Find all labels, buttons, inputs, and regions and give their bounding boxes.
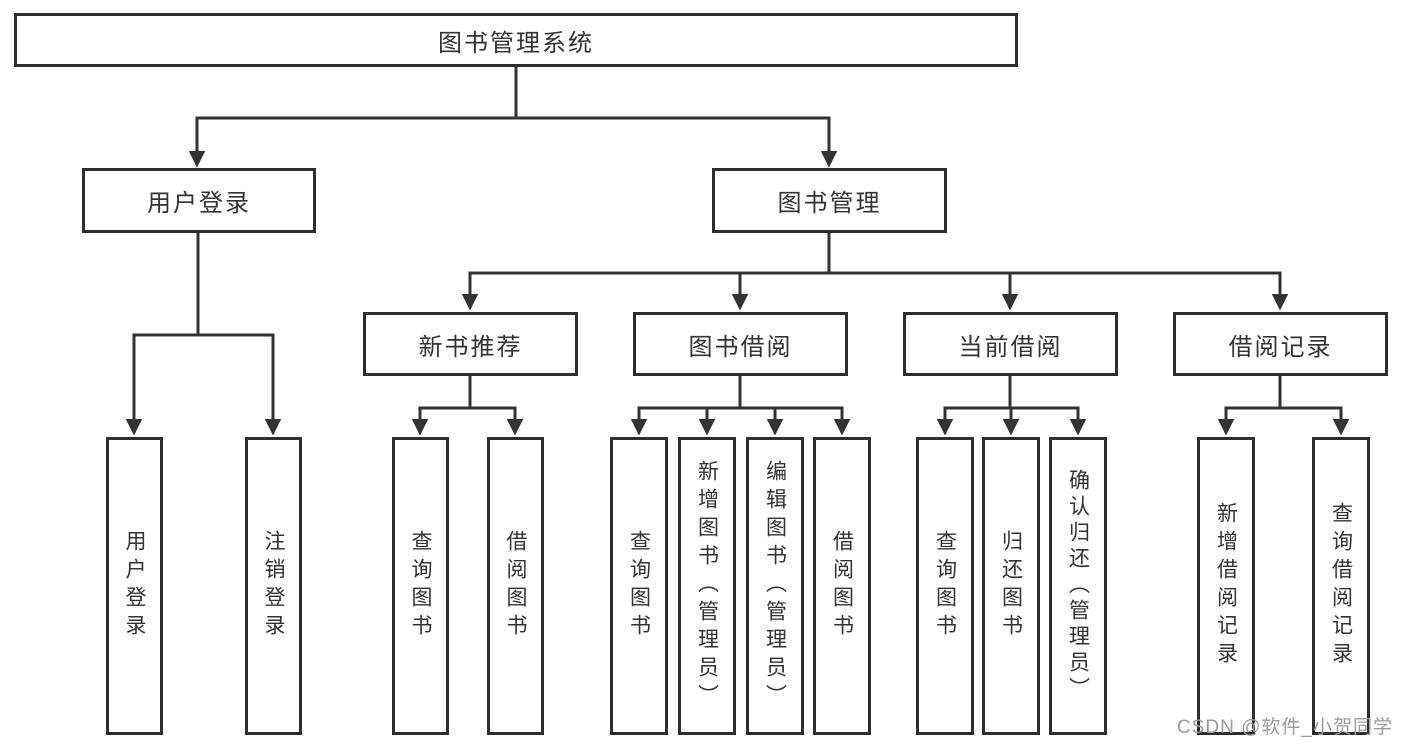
node-user-login-label: 用户登录 bbox=[147, 190, 251, 217]
node-borrow-records: 借阅记录 bbox=[1173, 312, 1388, 376]
node-new-book-recommend-label: 新书推荐 bbox=[418, 333, 523, 361]
node-confirm-return-admin: 确认归还（管理员） bbox=[1049, 437, 1107, 735]
node-edit-book-admin: 编辑图书（管理员） bbox=[746, 437, 804, 735]
leaf-label: 查询图书 bbox=[409, 530, 433, 642]
node-add-borrow-record: 新增借阅记录 bbox=[1197, 437, 1255, 735]
node-logout-leaf: 注销登录 bbox=[245, 437, 302, 735]
leaf-label: 查询借阅记录 bbox=[1329, 502, 1353, 670]
node-borrow-records-label: 借阅记录 bbox=[1228, 333, 1333, 361]
node-borrow-books-recommend: 借阅图书 bbox=[487, 437, 544, 735]
leaf-label: 归还图书 bbox=[999, 530, 1023, 642]
node-logout-leaf-label: 注销登录 bbox=[262, 530, 286, 642]
node-new-book-recommend: 新书推荐 bbox=[363, 312, 578, 376]
node-query-books-current: 查询图书 bbox=[916, 437, 974, 735]
leaf-label: 借阅图书 bbox=[504, 530, 528, 642]
node-user-login: 用户登录 bbox=[82, 168, 316, 233]
leaf-label: 借阅图书 bbox=[830, 530, 854, 642]
node-current-borrow: 当前借阅 bbox=[903, 312, 1118, 376]
node-root-label: 图书管理系统 bbox=[438, 29, 594, 57]
watermark: CSDN @软件_小贺同学 bbox=[1177, 717, 1393, 738]
node-return-book: 归还图书 bbox=[982, 437, 1040, 735]
node-current-borrow-label: 当前借阅 bbox=[958, 333, 1063, 361]
node-user-login-leaf: 用户登录 bbox=[106, 437, 163, 735]
node-add-book-admin: 新增图书（管理员） bbox=[678, 437, 736, 735]
node-borrow-books-leaf: 借阅图书 bbox=[813, 437, 871, 735]
node-book-borrow: 图书借阅 bbox=[633, 312, 848, 376]
node-book-management-label: 图书管理 bbox=[777, 190, 882, 217]
node-user-login-leaf-label: 用户登录 bbox=[123, 530, 147, 642]
leaf-label: 确认归还（管理员） bbox=[1066, 469, 1090, 703]
node-root: 图书管理系统 bbox=[14, 13, 1018, 67]
leaf-label: 编辑图书（管理员） bbox=[763, 460, 787, 712]
node-book-management: 图书管理 bbox=[712, 168, 947, 233]
node-query-books-recommend: 查询图书 bbox=[392, 437, 449, 735]
leaf-label: 查询图书 bbox=[627, 530, 651, 642]
leaf-label: 新增借阅记录 bbox=[1214, 502, 1238, 670]
leaf-label: 新增图书（管理员） bbox=[695, 460, 719, 712]
node-query-borrow-record: 查询借阅记录 bbox=[1312, 437, 1370, 735]
node-query-books-borrow: 查询图书 bbox=[610, 437, 668, 735]
leaf-label: 查询图书 bbox=[933, 530, 957, 642]
node-book-borrow-label: 图书借阅 bbox=[688, 333, 793, 361]
